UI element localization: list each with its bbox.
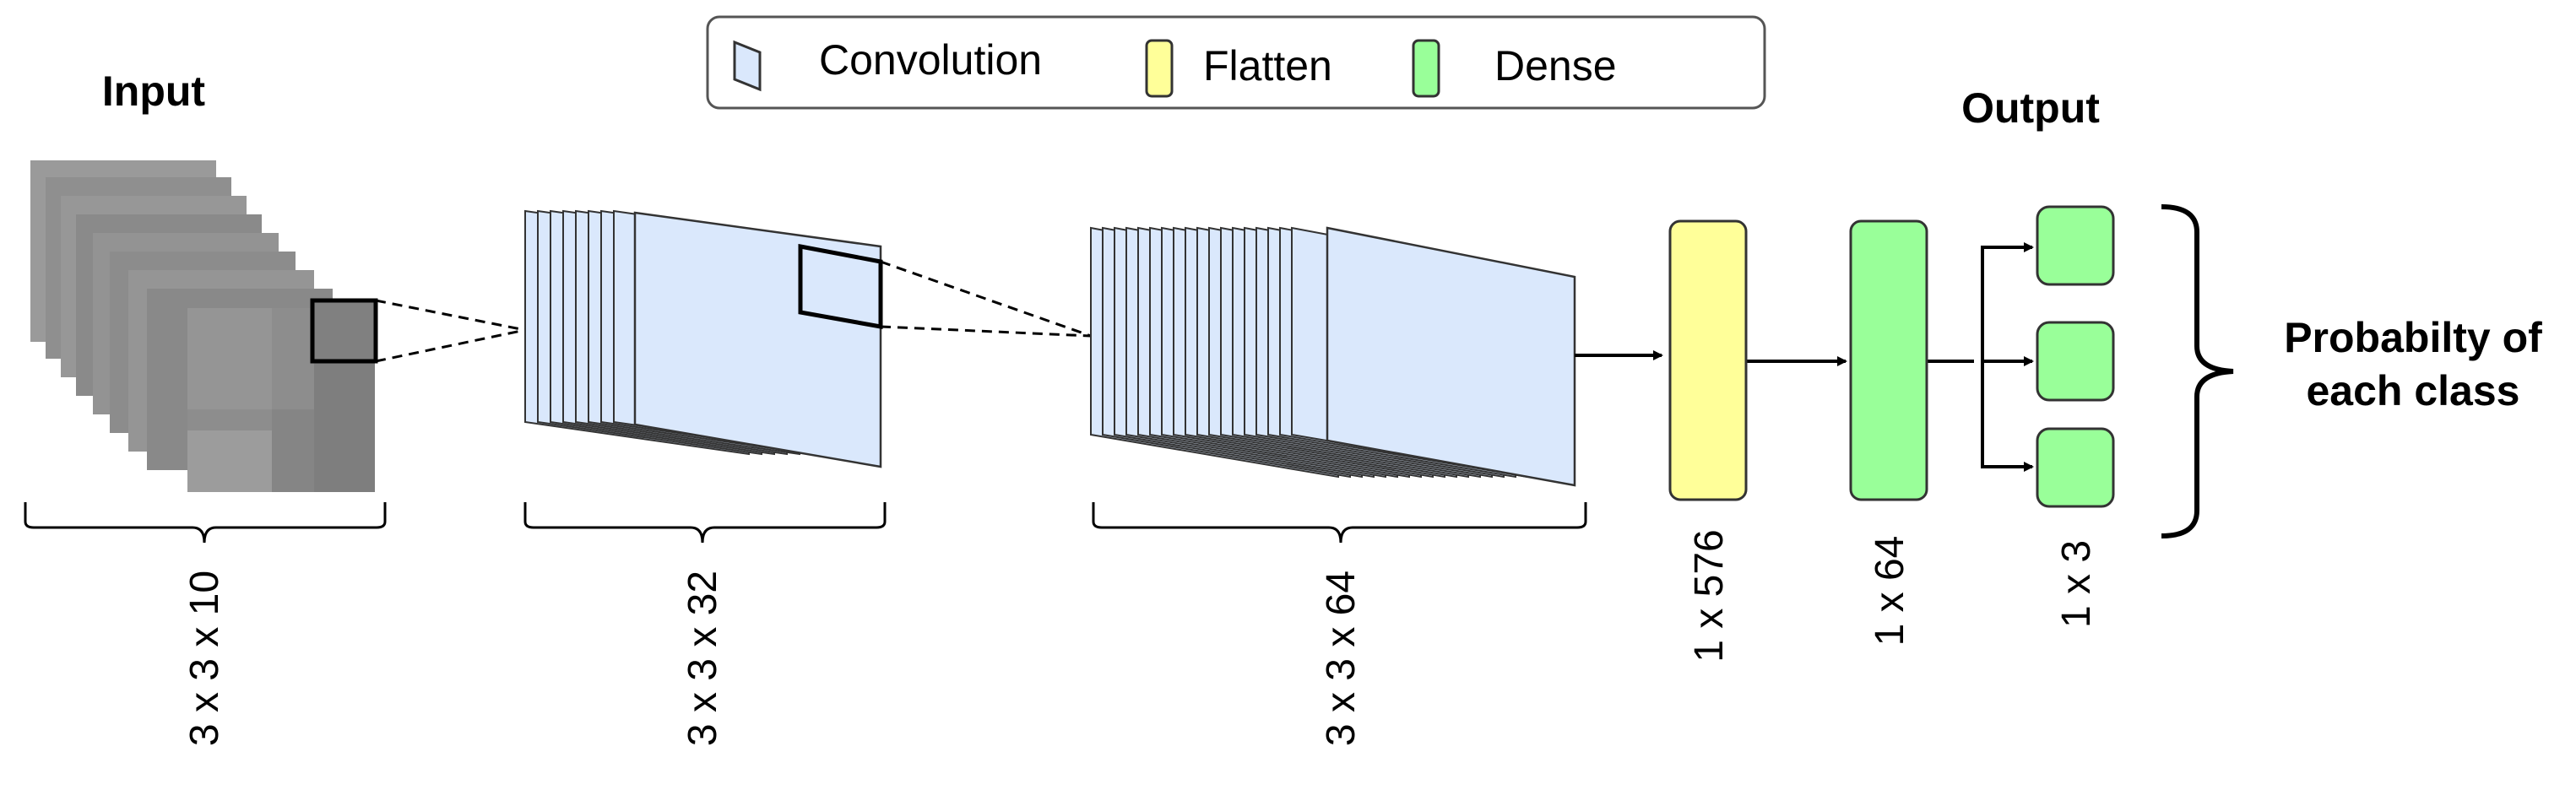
input-stack bbox=[30, 160, 378, 492]
projection-line bbox=[375, 328, 526, 363]
probability-label-line2: each class bbox=[2307, 367, 2520, 414]
conv2-dims-brace bbox=[1092, 502, 1587, 544]
legend-dense-swatch bbox=[1412, 39, 1440, 98]
output-title: Output bbox=[1961, 84, 2100, 132]
input-map-shade bbox=[272, 409, 314, 492]
input-map-shade bbox=[187, 430, 272, 492]
conv1-kernel-window bbox=[798, 243, 883, 329]
conv2-stack bbox=[1090, 226, 1576, 487]
conv2-map-front bbox=[1326, 226, 1576, 487]
output-dims-label: 1 x 3 bbox=[2054, 540, 2099, 628]
legend-box bbox=[706, 15, 1766, 110]
output-node-1 bbox=[2036, 205, 2115, 286]
legend-flatten-label: Flatten bbox=[1203, 42, 1332, 89]
flatten-dims-label: 1 x 576 bbox=[1687, 529, 1732, 662]
conv1-stack bbox=[524, 209, 883, 468]
input-dims-brace bbox=[24, 502, 387, 544]
conv1-dims-brace bbox=[523, 502, 887, 544]
flatten-layer bbox=[1668, 219, 1748, 501]
legend: Convolution Flatten Dense bbox=[706, 15, 1766, 110]
probability-label-line1: Probabilty of bbox=[2284, 314, 2542, 361]
output-node-2 bbox=[2036, 321, 2115, 402]
legend-convolution-swatch bbox=[733, 40, 762, 92]
legend-convolution-label: Convolution bbox=[819, 36, 1042, 84]
input-kernel-window bbox=[310, 298, 378, 364]
projection-line bbox=[880, 325, 1092, 338]
legend-flatten-swatch bbox=[1145, 39, 1174, 98]
projection-line bbox=[880, 260, 1092, 338]
input-title: Input bbox=[102, 68, 206, 115]
output-brace bbox=[2161, 204, 2234, 538]
legend-dense-label: Dense bbox=[1494, 42, 1617, 89]
input-map-shade bbox=[187, 308, 272, 409]
conv2-dims-label: 3 x 3 x 64 bbox=[1319, 571, 1364, 746]
conv1-map-front bbox=[633, 211, 882, 468]
dense-layer bbox=[1849, 219, 1928, 501]
output-node-3 bbox=[2036, 427, 2115, 508]
dense-dims-label: 1 x 64 bbox=[1868, 536, 1912, 647]
projection-line bbox=[375, 299, 526, 332]
input-dims-label: 3 x 3 x 10 bbox=[182, 571, 227, 746]
conv1-dims-label: 3 x 3 x 32 bbox=[681, 571, 725, 746]
